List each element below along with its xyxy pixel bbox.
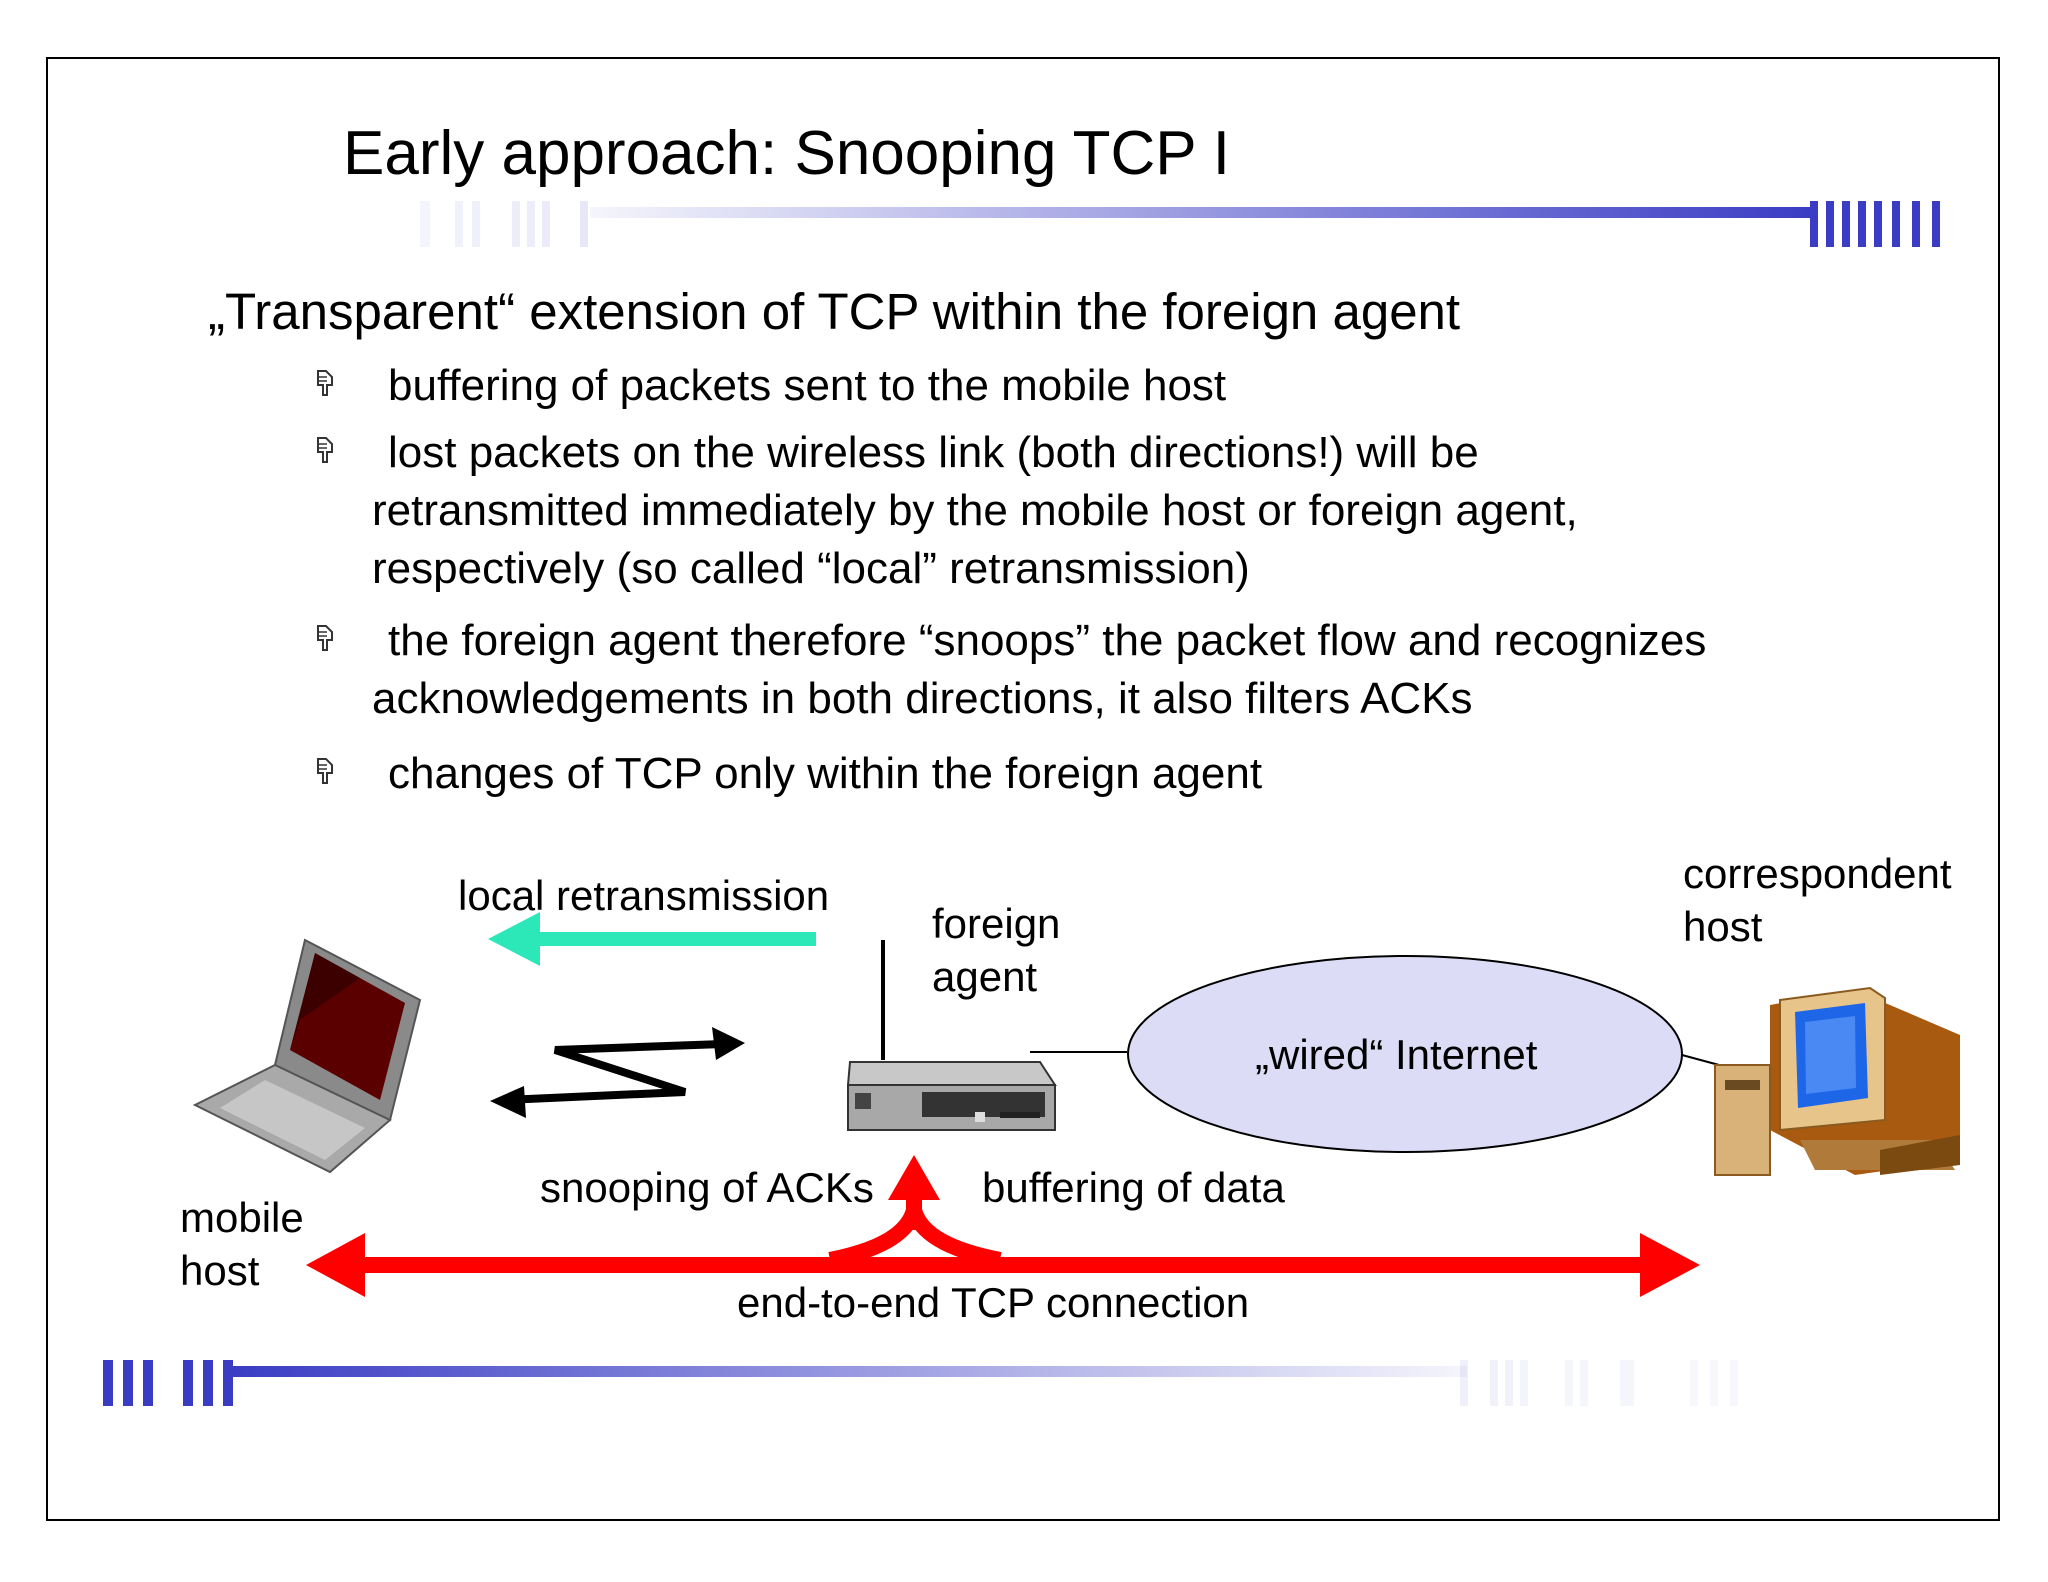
bullet-line: acknowledgements in both directions, it …	[372, 674, 1473, 723]
bullet-line: changes of TCP only within the foreign a…	[388, 749, 1263, 798]
internet-label: „wired“ Internet	[1255, 1031, 1538, 1078]
internet-cloud	[1127, 955, 1683, 1153]
laptop-icon	[192, 938, 422, 1174]
tcp-connection-arrow	[306, 1155, 1700, 1297]
snooping-label: snooping of ACKs	[540, 1164, 874, 1211]
bullet-item: the foreign agent therefore “snoops” the…	[317, 612, 1707, 728]
foreign-agent-label-line1: foreign	[932, 900, 1061, 947]
slide-title: Early approach: Snooping TCP I	[343, 119, 1230, 188]
pointing-hand-icon	[317, 370, 333, 396]
mobile-host-label-line1: mobile	[180, 1194, 304, 1241]
bullet-line: retransmitted immediately by the mobile …	[372, 486, 1578, 535]
bullet-item: buffering of packets sent to the mobile …	[317, 357, 1227, 415]
bottom-accent-bar	[103, 1360, 1738, 1406]
mobile-host-label-line2: host	[180, 1247, 260, 1294]
bullet-item: changes of TCP only within the foreign a…	[317, 745, 1263, 803]
correspondent-host-label-line1: correspondent	[1683, 850, 1952, 897]
bullet-line: respectively (so called “local” retransm…	[372, 544, 1250, 593]
foreign-agent-label-line2: agent	[932, 953, 1038, 1000]
bullet-line: the foreign agent therefore “snoops” the…	[388, 616, 1707, 665]
bullet-line: lost packets on the wireless link (both …	[388, 428, 1479, 477]
bullet-item: lost packets on the wireless link (both …	[317, 424, 1578, 598]
top-accent-bar	[420, 201, 1940, 247]
pointing-hand-icon	[317, 758, 333, 784]
bullet-line: buffering of packets sent to the mobile …	[388, 361, 1227, 410]
pointing-hand-icon	[317, 437, 333, 463]
router-icon	[846, 940, 1057, 1131]
subheading: „Transparent“ extension of TCP within th…	[208, 283, 1461, 340]
slide-frame	[46, 57, 2000, 1521]
pointing-hand-icon	[317, 625, 333, 651]
correspondent-host-label-line2: host	[1683, 903, 1763, 950]
wireless-link-arrows	[490, 1027, 745, 1118]
desktop-computer-icon	[1714, 986, 1960, 1176]
tcp-connection-label: end-to-end TCP connection	[737, 1279, 1250, 1326]
local-retransmission-arrow	[488, 912, 816, 966]
buffering-label: buffering of data	[982, 1164, 1285, 1211]
local-retransmission-label: local retransmission	[458, 872, 830, 919]
